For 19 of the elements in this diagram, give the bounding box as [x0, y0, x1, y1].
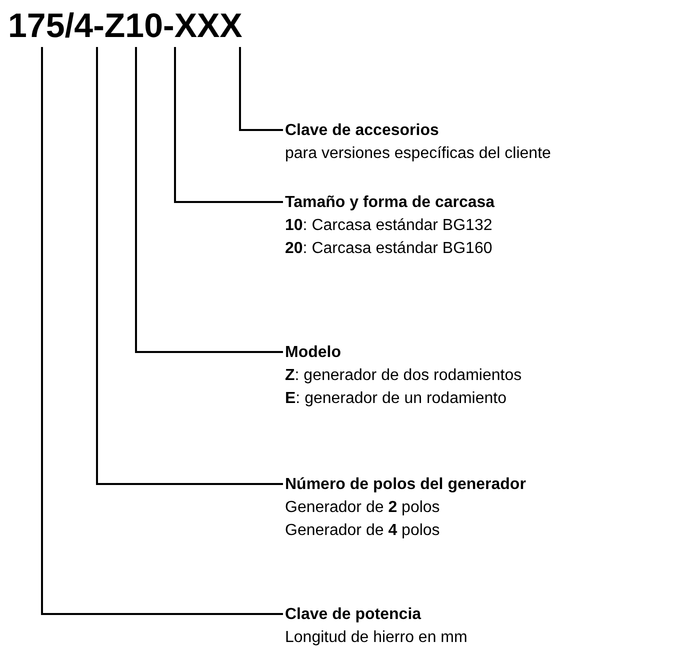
leader-line: [41, 47, 283, 615]
field-description: Longitud de hierro en mm: [285, 628, 468, 648]
field-heading: Tamaño y forma de carcasa: [285, 193, 495, 213]
leader-line: [174, 47, 283, 203]
field-description: E: generador de un rodamiento: [285, 389, 508, 409]
field-description: Generador de 2 polos: [285, 498, 441, 518]
field-description: 20: Carcasa estándar BG160: [285, 239, 494, 259]
leader-line: [96, 47, 283, 485]
field-heading: Clave de accesorios: [285, 121, 440, 141]
field-description: Z: generador de dos rodamientos: [285, 366, 522, 386]
field-heading: Clave de potencia: [285, 605, 422, 625]
field-description: para versiones específicas del cliente: [285, 144, 551, 164]
leader-line: [239, 47, 283, 131]
field-description: 10: Carcasa estándar BG132: [285, 216, 494, 236]
type-code: 175/4-Z10-XXX: [8, 6, 242, 46]
field-heading: Modelo: [285, 343, 342, 363]
field-heading: Número de polos del generador: [285, 475, 526, 495]
leader-line: [135, 47, 283, 353]
field-description: Generador de 4 polos: [285, 521, 441, 541]
